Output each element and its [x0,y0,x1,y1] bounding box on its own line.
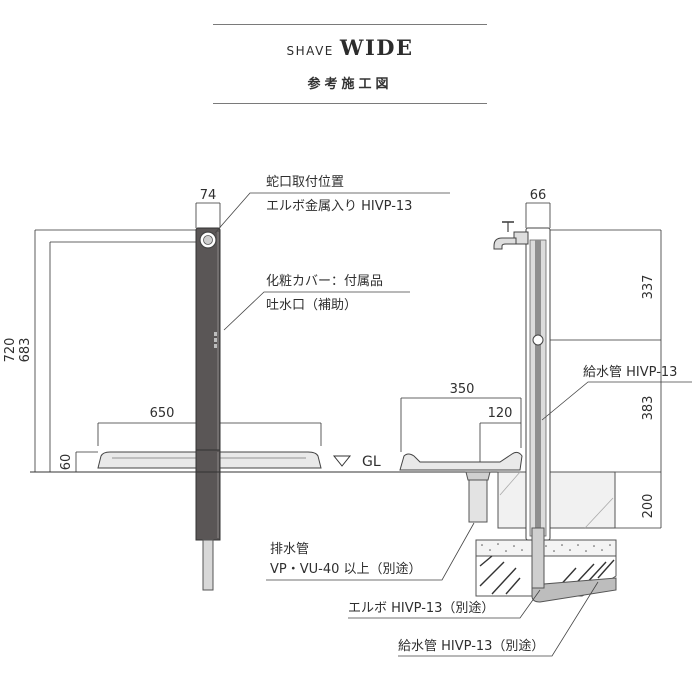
leader-drain [266,522,475,581]
dim-74-label: 74 [200,188,217,203]
pipe-joint-icon [532,334,544,346]
label-drain: 排水管 [270,542,309,557]
dim-383-label: 383 [641,396,656,421]
spout-hole [214,332,217,336]
leader-cover [223,291,410,331]
label-cover: 化粧カバー：付属品 [266,274,383,289]
ground-line-marker-icon [332,455,352,467]
dim-200-label: 200 [641,494,656,519]
gravel-dots [481,543,611,552]
dim-683-label: 683 [18,338,33,363]
label-faucet-position: 蛇口取付位置 [266,175,344,190]
drawing-subtitle: 参考施工図 [307,77,393,92]
leader-supply-bottom [398,581,599,657]
base-block-hatch [499,471,521,496]
front-view: 720 683 60 74 650 GL [3,175,580,591]
label-supply-bottom: 給水管 HIVP-13（別途） [398,638,544,654]
ground-line-label: GL [362,454,381,470]
leader-supply-top [541,381,692,421]
faucet-icon [493,221,529,250]
internal-supply-pipe [535,240,541,536]
dim-60-label: 60 [59,454,74,471]
brand-title: SHAVE WIDE [213,35,487,60]
dim-720-label: 720 [3,338,18,363]
label-faucet-elbow: エルボ金属入り HIVP-13 [266,198,412,214]
label-spout: 吐水口（補助） [266,298,357,313]
dim-650-label: 650 [150,406,175,421]
leader-elbow [348,589,541,619]
side-basin [399,451,523,471]
label-elbow-bottom: エルボ HIVP-13（別途） [348,600,494,616]
dim-337-label: 337 [641,275,656,300]
dim-66-label: 66 [530,188,547,203]
label-supply-top: 給水管 HIVP-13 [583,365,677,380]
brand-prefix: SHAVE [286,44,334,58]
drain-fitting [465,471,491,481]
spout-hole [214,338,217,342]
front-post-lower [195,449,221,541]
dim-120-label: 120 [488,406,513,421]
brand-name: WIDE [339,35,414,60]
spout-hole [214,344,217,348]
title-block: SHAVE WIDE 参考施工図 [213,24,487,104]
faucet-mount-inner [203,235,213,245]
label-drain-spec: VP・VU-40 以上（別途） [270,561,422,577]
dim-350-label: 350 [450,382,475,397]
leader-faucet-position [214,192,450,234]
side-view: 66 337 383 200 350 120 [266,188,692,657]
side-supply-pipe [531,527,545,589]
front-supply-pipe [202,539,214,591]
base-block-hatch [584,497,614,529]
gravel-layer [475,539,617,557]
bottom-elbow [531,577,617,603]
base-block [497,471,616,529]
